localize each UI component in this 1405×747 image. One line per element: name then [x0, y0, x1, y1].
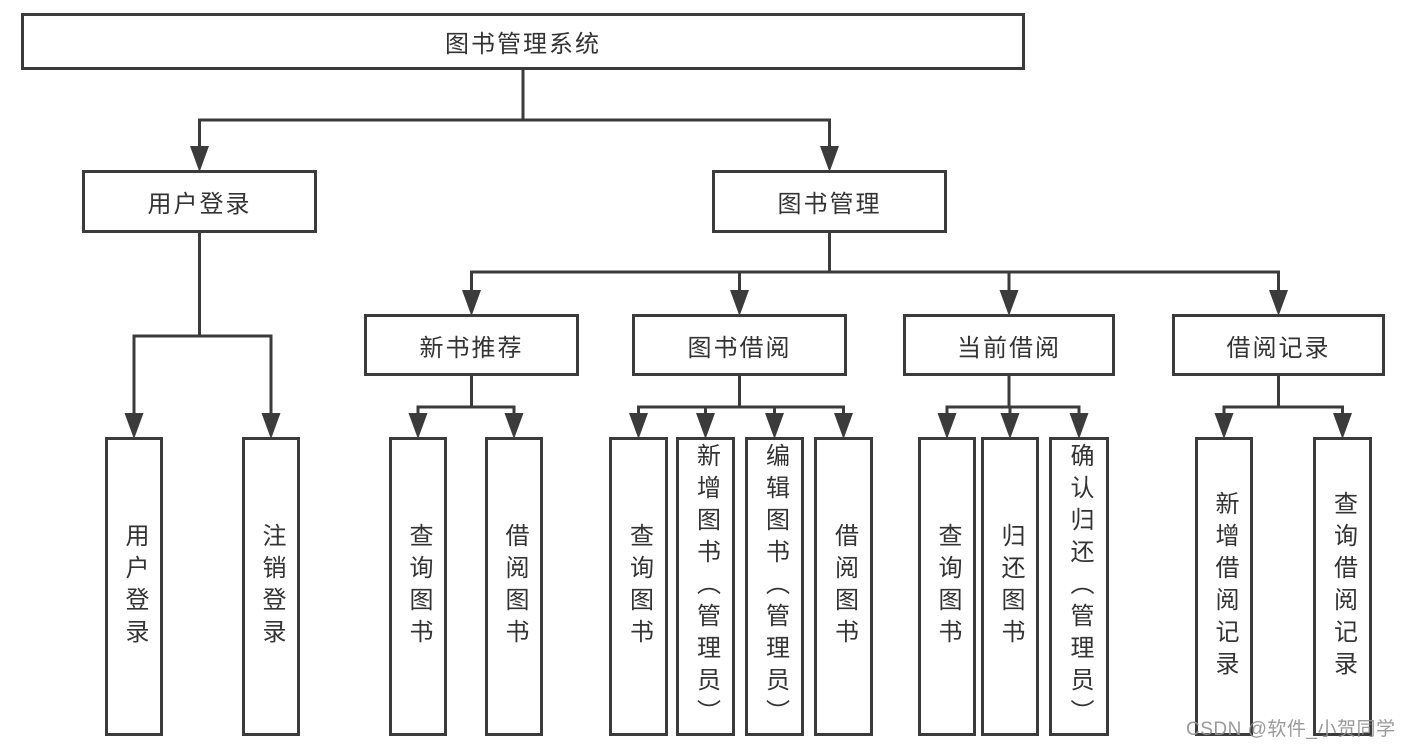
arrowhead — [999, 290, 1019, 316]
node-leaf-query-book-2: 查询图书 — [609, 437, 668, 736]
node-label: 查询借阅记录 — [1329, 490, 1357, 683]
arrowhead — [408, 413, 428, 439]
arrowhead — [834, 413, 853, 439]
arrowhead — [1333, 413, 1352, 439]
arrowhead — [696, 413, 715, 439]
node-leaf-query-book-1: 查询图书 — [389, 437, 447, 736]
arrowhead — [820, 146, 839, 172]
arrowhead — [937, 413, 957, 439]
node-current-borrow: 当前借阅 — [903, 314, 1115, 376]
node-leaf-borrow-book-2: 借阅图书 — [814, 437, 873, 736]
arrowhead — [730, 290, 749, 316]
node-label: 查询图书 — [405, 522, 432, 651]
csdn-watermark: CSDN @软件_小贺同学 — [1186, 719, 1396, 740]
arrowhead — [504, 413, 524, 439]
node-leaf-borrow-book-1: 借阅图书 — [485, 437, 543, 736]
node-label: 借阅记录 — [1226, 334, 1331, 362]
arrowhead — [1269, 290, 1288, 316]
node-label: 确认归还（管理员） — [1066, 442, 1093, 731]
node-user-login: 用户登录 — [82, 170, 317, 233]
arrowhead — [1000, 413, 1020, 439]
node-leaf-return-book: 归还图书 — [981, 437, 1039, 736]
node-label: 查询图书 — [625, 522, 653, 651]
node-label: 新增图书（管理员） — [692, 442, 720, 731]
node-leaf-confirm-return: 确认归还（管理员） — [1049, 437, 1109, 736]
arrowhead — [629, 413, 648, 439]
arrowhead — [1214, 413, 1234, 439]
node-label: 新书推荐 — [419, 334, 524, 362]
node-label: 图书管理系统 — [445, 31, 601, 58]
node-leaf-add-book: 新增图书（管理员） — [676, 437, 735, 736]
node-label: 归还图书 — [997, 522, 1024, 651]
arrowhead — [765, 413, 784, 439]
arrowhead — [1069, 413, 1089, 439]
node-leaf-logout: 注销登录 — [242, 437, 300, 736]
node-label: 新增借阅记录 — [1211, 490, 1238, 683]
node-borrow-record: 借阅记录 — [1172, 314, 1385, 376]
node-label: 编辑图书（管理员） — [761, 442, 789, 731]
arrowhead — [190, 146, 209, 172]
node-label: 当前借阅 — [957, 334, 1061, 362]
node-label: 用户登录 — [147, 191, 252, 218]
node-book-borrow: 图书借阅 — [632, 314, 847, 376]
node-label: 借阅图书 — [830, 522, 858, 651]
arrowhead — [261, 413, 281, 439]
node-leaf-query-record: 查询借阅记录 — [1313, 437, 1372, 736]
node-leaf-user-login: 用户登录 — [105, 437, 163, 736]
node-label: 查询图书 — [934, 522, 961, 651]
node-label: 注销登录 — [258, 522, 285, 651]
arrowhead — [462, 290, 481, 316]
node-leaf-edit-book: 编辑图书（管理员） — [745, 437, 804, 736]
node-leaf-query-book-3: 查询图书 — [918, 437, 976, 736]
node-label: 图书管理 — [777, 191, 882, 218]
node-label: 图书借阅 — [687, 334, 792, 362]
node-label: 借阅图书 — [501, 522, 528, 651]
arrowhead — [124, 413, 144, 439]
node-leaf-add-record: 新增借阅记录 — [1195, 437, 1253, 736]
node-root: 图书管理系统 — [21, 13, 1025, 70]
node-label: 用户登录 — [121, 522, 148, 651]
node-new-book-rec: 新书推荐 — [364, 314, 579, 376]
node-book-mgmt: 图书管理 — [712, 170, 947, 233]
